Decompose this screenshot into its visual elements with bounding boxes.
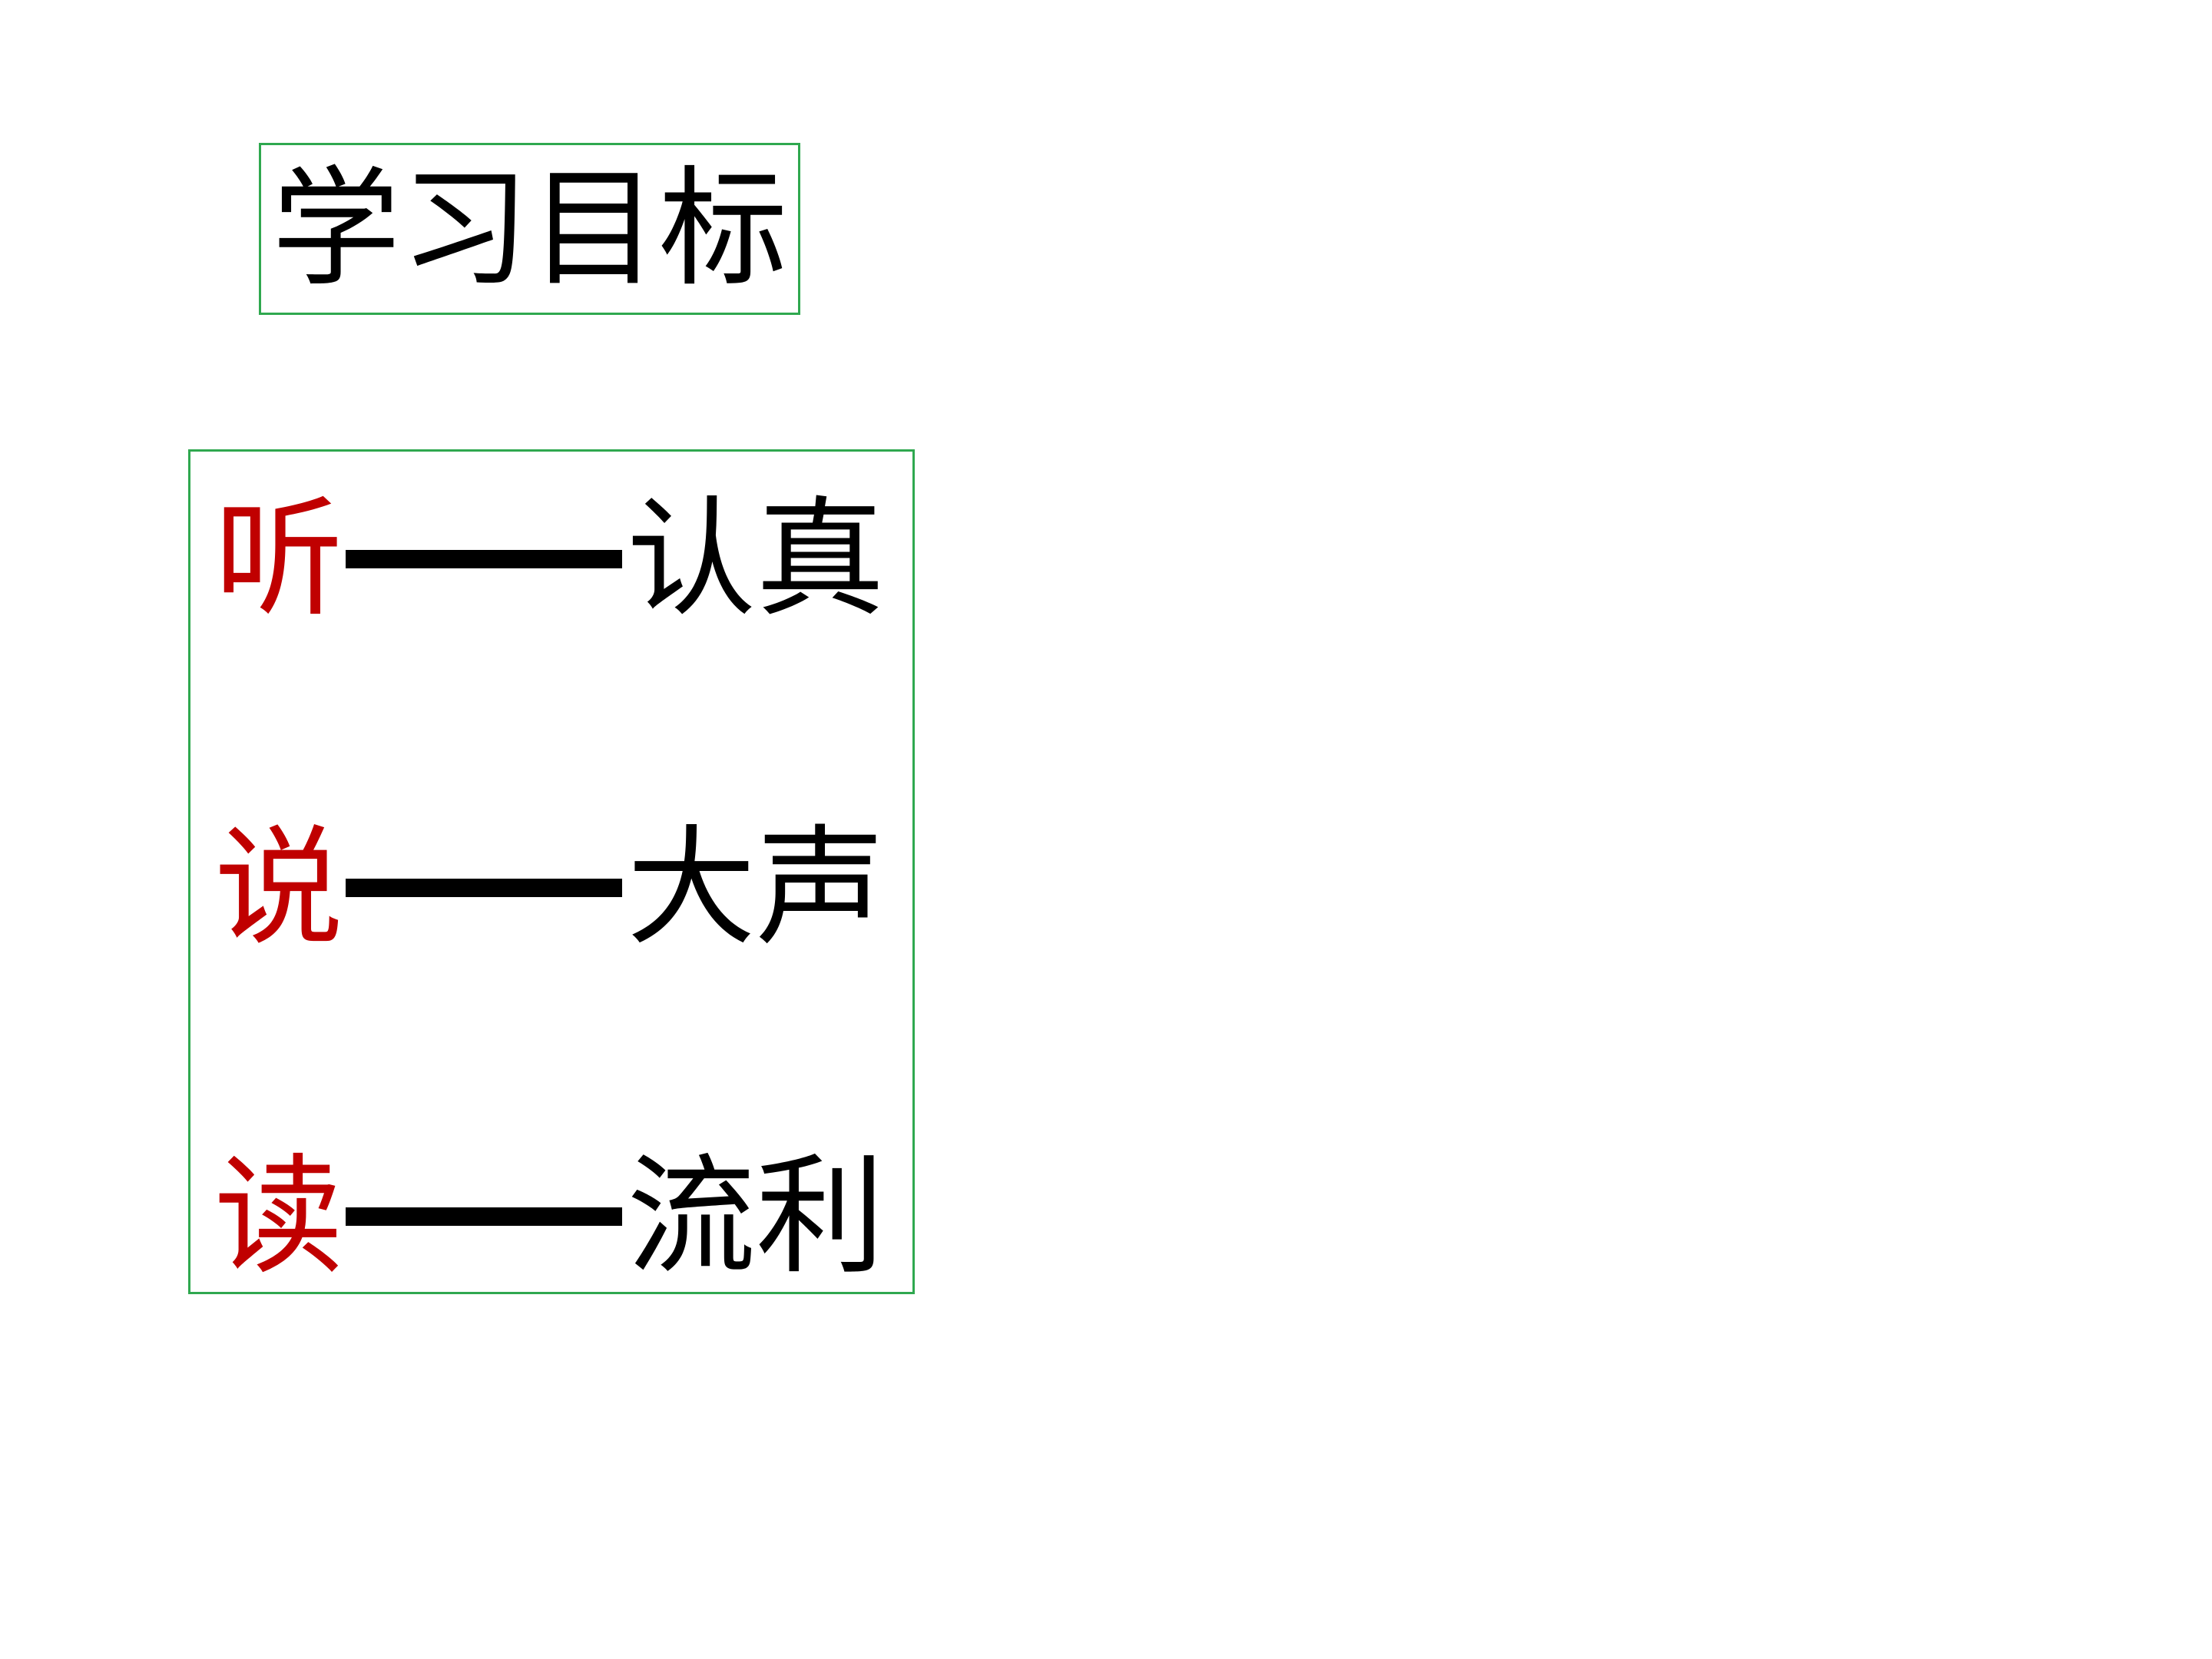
title-box: 学习目标 <box>259 143 800 315</box>
goal-row-speak: 说 大声 <box>214 811 885 965</box>
goal-key: 听 <box>214 484 343 634</box>
goal-separator <box>346 1207 622 1226</box>
goal-key: 说 <box>214 813 343 963</box>
goal-key: 读 <box>214 1141 343 1292</box>
goal-separator <box>346 879 622 897</box>
goal-row-read: 读 流利 <box>214 1140 885 1293</box>
slide-title: 学习目标 <box>271 154 788 304</box>
goal-value: 大声 <box>627 813 885 963</box>
goal-row-listen: 听 认真 <box>214 482 885 636</box>
goals-box: 听 认真 说 大声 读 流利 <box>188 449 915 1294</box>
goal-value: 流利 <box>627 1141 885 1292</box>
goal-value: 认真 <box>627 484 885 634</box>
goal-separator <box>346 550 622 568</box>
